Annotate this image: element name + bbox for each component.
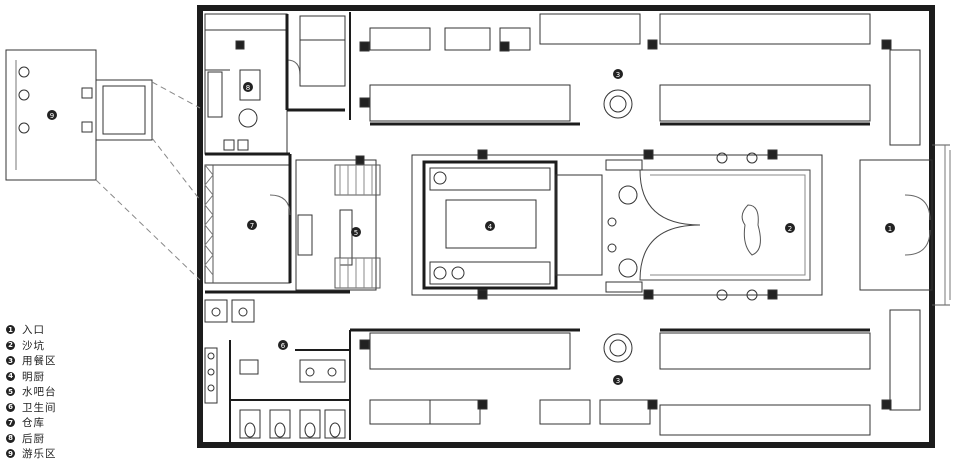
legend-item: 6 卫生间 bbox=[6, 400, 57, 416]
legend-item: 5 水吧台 bbox=[6, 384, 57, 400]
legend-item: 1 入口 bbox=[6, 322, 57, 338]
legend-label: 后厨 bbox=[22, 432, 45, 445]
restroom bbox=[204, 290, 350, 445]
dining-area-top bbox=[349, 12, 921, 146]
legend-number: 9 bbox=[6, 449, 15, 459]
legend-label: 卫生间 bbox=[22, 401, 57, 414]
marker-storage: 7 bbox=[247, 220, 257, 230]
water-bar bbox=[295, 155, 381, 291]
legend-item: 2 沙坑 bbox=[6, 338, 57, 354]
marker-dining-bottom: 3 bbox=[613, 375, 623, 385]
marker-dining-top: 3 bbox=[613, 69, 623, 79]
dining-area-bottom bbox=[349, 309, 921, 440]
legend: 1 入口 2 沙坑 3 用餐区 4 明厨 5 水吧台 6 卫生间 7 仓库 8 后厨 9 游乐区 bbox=[6, 322, 57, 462]
back-kitchen bbox=[204, 13, 346, 155]
legend-item: 9 游乐区 bbox=[6, 446, 57, 462]
svg-text:5: 5 bbox=[354, 229, 358, 237]
floor-plan: 9 8 7 5 6 4 2 1 3 3 bbox=[5, 5, 951, 448]
marker-entrance: 1 bbox=[885, 223, 895, 233]
svg-text:9: 9 bbox=[50, 112, 54, 120]
legend-label: 水吧台 bbox=[22, 386, 57, 399]
legend-item: 4 明厨 bbox=[6, 369, 57, 385]
storage bbox=[204, 152, 292, 284]
marker-restroom: 6 bbox=[278, 340, 288, 350]
sandpit bbox=[605, 149, 811, 301]
svg-text:1: 1 bbox=[888, 225, 892, 233]
legend-item: 8 后厨 bbox=[6, 431, 57, 447]
legend-label: 游乐区 bbox=[22, 448, 57, 461]
svg-text:2: 2 bbox=[788, 225, 792, 233]
svg-text:3: 3 bbox=[616, 71, 620, 79]
marker-water-bar: 5 bbox=[351, 227, 361, 237]
legend-item: 7 仓库 bbox=[6, 415, 57, 431]
legend-number: 1 bbox=[6, 325, 15, 335]
legend-number: 3 bbox=[6, 356, 15, 366]
legend-number: 5 bbox=[6, 387, 15, 397]
legend-label: 入口 bbox=[22, 324, 45, 337]
legend-label: 沙坑 bbox=[22, 339, 45, 352]
svg-text:4: 4 bbox=[488, 223, 493, 231]
svg-text:7: 7 bbox=[250, 222, 254, 230]
legend-label: 明厨 bbox=[22, 370, 45, 383]
marker-play-area: 9 bbox=[47, 110, 57, 120]
marker-back-kitchen: 8 bbox=[243, 82, 253, 92]
marker-open-kitchen: 4 bbox=[485, 221, 495, 231]
legend-number: 2 bbox=[6, 340, 15, 350]
play-area bbox=[5, 49, 201, 281]
legend-item: 3 用餐区 bbox=[6, 353, 57, 369]
legend-label: 仓库 bbox=[22, 417, 45, 430]
legend-number: 6 bbox=[6, 402, 15, 412]
svg-text:6: 6 bbox=[281, 342, 286, 350]
legend-number: 7 bbox=[6, 418, 15, 428]
svg-text:8: 8 bbox=[246, 84, 250, 92]
legend-number: 8 bbox=[6, 433, 15, 443]
svg-text:3: 3 bbox=[616, 377, 620, 385]
legend-number: 4 bbox=[6, 371, 15, 381]
open-kitchen bbox=[411, 149, 823, 300]
entrance bbox=[859, 144, 951, 306]
legend-label: 用餐区 bbox=[22, 355, 57, 368]
marker-sandpit: 2 bbox=[785, 223, 795, 233]
